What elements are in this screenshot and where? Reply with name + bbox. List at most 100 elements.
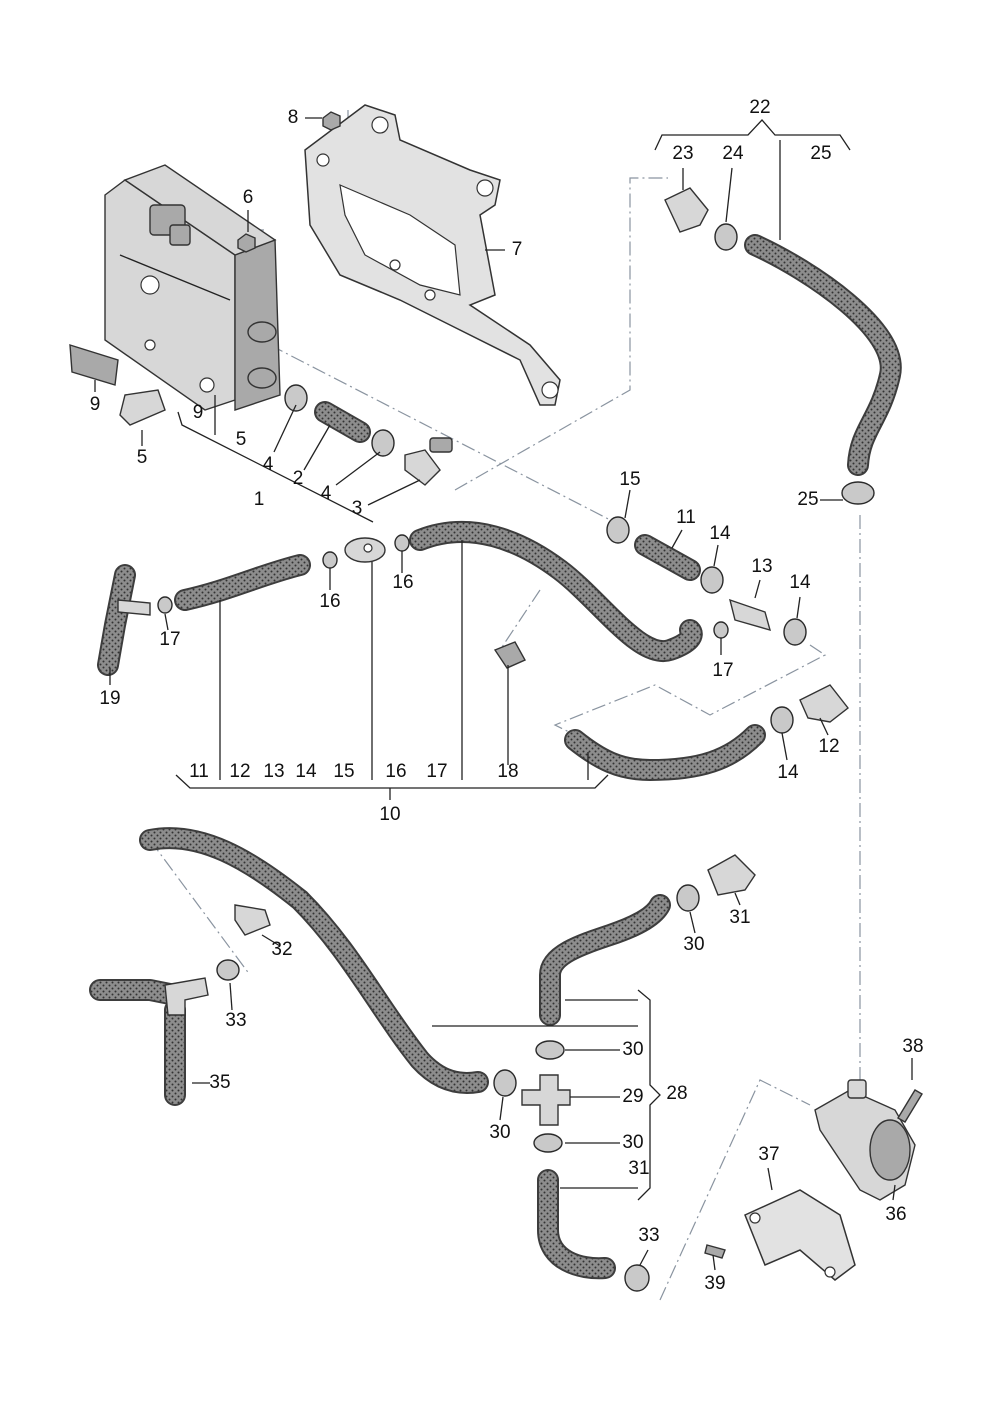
label-4b: 4 <box>321 483 332 504</box>
long-coolant-hose <box>139 827 489 1094</box>
label-37: 37 <box>758 1144 779 1165</box>
label-36: 36 <box>885 1204 906 1225</box>
label-11b: 11 <box>189 761 209 782</box>
coolant-hose-upper-right <box>539 894 671 1026</box>
coolant-hose-11-right <box>634 534 701 581</box>
coolant-hose-lower-right <box>537 1169 616 1280</box>
hose-clamp <box>841 481 875 505</box>
label-15b: 15 <box>333 761 354 782</box>
label-14d: 14 <box>295 761 317 782</box>
hose-clamp <box>700 566 724 594</box>
connector-12 <box>799 684 849 723</box>
coolant-pump <box>814 1079 916 1201</box>
label-3: 3 <box>352 498 363 519</box>
hose-clamp <box>533 1133 563 1153</box>
pump-bracket <box>744 1189 856 1281</box>
label-22: 22 <box>749 97 770 118</box>
label-33a: 33 <box>225 1010 246 1031</box>
hose-clamp <box>606 516 630 544</box>
hose-clamp <box>394 534 410 552</box>
label-23: 23 <box>672 143 693 164</box>
label-28: 28 <box>666 1083 687 1104</box>
t-connector-15 <box>344 537 386 563</box>
label-7: 7 <box>512 239 523 260</box>
label-32: 32 <box>271 939 292 960</box>
hose-clamp <box>783 618 807 646</box>
label-12a: 12 <box>818 736 839 757</box>
hose-clamp <box>770 706 794 734</box>
clip-32 <box>234 904 271 936</box>
label-38: 38 <box>902 1036 923 1057</box>
hose-clamp <box>284 384 308 412</box>
label-8: 8 <box>288 107 299 128</box>
label-18: 18 <box>497 761 518 782</box>
label-9b: 9 <box>193 402 204 423</box>
bolt <box>897 1089 923 1123</box>
cover-plate <box>69 344 119 386</box>
label-14a: 14 <box>709 523 731 544</box>
hose-clamp <box>535 1040 565 1060</box>
coolant-hose-11-left <box>174 554 311 611</box>
hose-clamp <box>371 429 395 457</box>
t-connector-13 <box>729 598 772 632</box>
label-29: 29 <box>622 1086 643 1107</box>
connector-3 <box>404 437 453 486</box>
label-6: 6 <box>243 187 254 208</box>
label-30c: 30 <box>489 1122 510 1143</box>
label-25a: 25 <box>810 143 831 164</box>
auxiliary-heater-unit <box>104 164 281 411</box>
nut <box>237 233 256 253</box>
t-connector-29 <box>521 1074 571 1126</box>
nut <box>322 111 341 131</box>
label-33b: 33 <box>638 1225 659 1246</box>
label-17a: 17 <box>159 629 180 650</box>
sensor-18 <box>493 641 526 669</box>
connector-23 <box>664 187 709 233</box>
short-hose-2 <box>314 401 371 443</box>
retaining-clip <box>119 389 166 426</box>
bolt <box>704 1244 726 1259</box>
hose-clamp <box>713 621 729 639</box>
hose-35 <box>89 977 209 1106</box>
label-30d: 30 <box>622 1132 643 1153</box>
label-30a: 30 <box>683 934 704 955</box>
coolant-hose-lower <box>564 724 766 781</box>
hose-clamp <box>714 223 738 251</box>
label-4a: 4 <box>263 454 274 475</box>
hose-19 <box>97 564 151 676</box>
hose-clamp <box>676 884 700 912</box>
label-17c: 17 <box>426 761 447 782</box>
coolant-hose-22 <box>744 234 902 476</box>
label-31a: 31 <box>729 907 750 928</box>
label-19: 19 <box>99 688 120 709</box>
hose-clamp <box>624 1264 650 1292</box>
hose-clamp <box>322 551 338 569</box>
leader-lines <box>94 117 913 1271</box>
callout-labels: 8 6 7 9 9 5 5 4 2 4 1 3 22 23 24 25 25 1… <box>90 97 924 1294</box>
label-16c: 16 <box>385 761 406 782</box>
label-5b: 5 <box>137 447 148 468</box>
label-17b: 17 <box>712 660 733 681</box>
label-39: 39 <box>704 1273 725 1294</box>
connector-31 <box>707 854 756 896</box>
hose-clamp <box>493 1069 517 1097</box>
label-14c: 14 <box>777 762 799 783</box>
label-16a: 16 <box>392 572 413 593</box>
label-5a: 5 <box>236 429 247 450</box>
label-31b: 31 <box>628 1158 649 1179</box>
label-30b: 30 <box>622 1039 643 1060</box>
coolant-hose-17 <box>409 521 703 662</box>
label-24: 24 <box>722 143 744 164</box>
label-9a: 9 <box>90 394 101 415</box>
label-2: 2 <box>293 468 304 489</box>
label-14b: 14 <box>789 572 811 593</box>
label-13a: 13 <box>751 556 772 577</box>
label-12b: 12 <box>229 761 250 782</box>
label-1: 1 <box>254 489 265 510</box>
hose-clamp <box>157 596 173 614</box>
label-35: 35 <box>209 1072 230 1093</box>
mounting-bracket <box>304 104 561 406</box>
label-16b: 16 <box>319 591 340 612</box>
label-25b: 25 <box>797 489 818 510</box>
